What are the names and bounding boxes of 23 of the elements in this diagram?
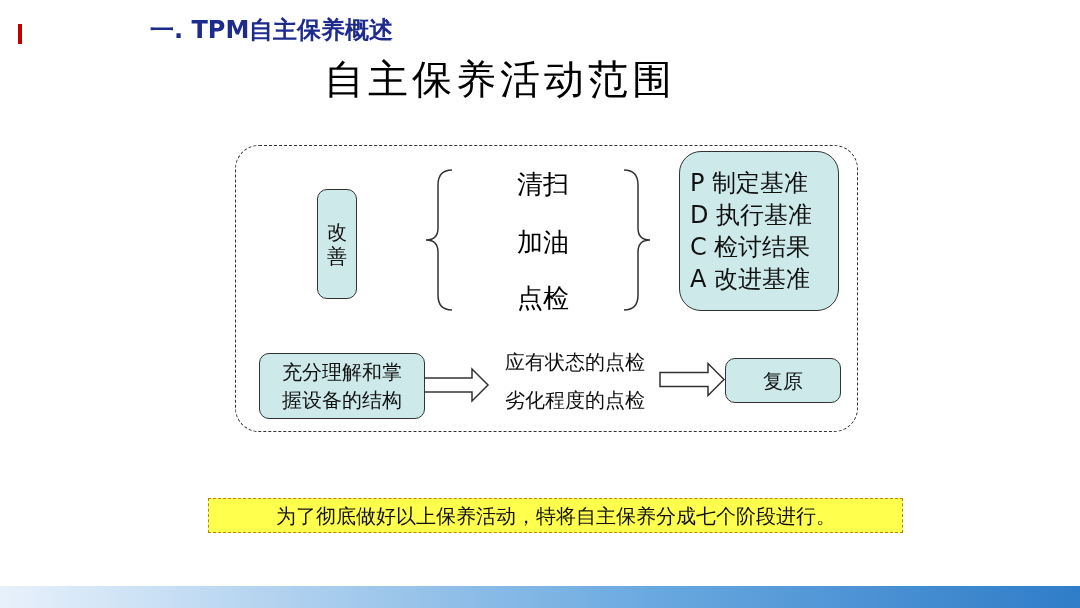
process-box <box>725 358 841 403</box>
box-text: 复原 <box>763 367 803 394</box>
dashed-frame <box>235 145 858 432</box>
process-box <box>317 189 357 299</box>
block-arrow <box>659 361 726 398</box>
box-text: 应有状态的点检 <box>505 349 645 376</box>
pdca-step: P 制定基准 <box>690 167 809 199</box>
pdca-step: C 检讨结果 <box>690 231 811 263</box>
pdca-step: A 改进基准 <box>690 263 811 295</box>
process-box <box>259 353 425 419</box>
list-item: 清扫 <box>516 168 570 201</box>
box-text: 改善 <box>326 220 348 268</box>
section-heading: 一. TPM自主保养概述 <box>150 15 394 46</box>
box-text: 为了彻底做好以上保养活动，特将自主保养分成七个阶段进行。 <box>275 502 836 529</box>
list-item: 加油 <box>516 226 570 259</box>
pdca-step: D 执行基准 <box>690 199 813 231</box>
block-arrow <box>423 367 490 403</box>
slide-title: 自主保养活动范围 <box>323 55 677 104</box>
pdca-box <box>679 151 839 311</box>
note-box <box>208 498 903 533</box>
box-text: 充分理解和掌握设备的结构 <box>281 359 403 414</box>
box-text: 劣化程度的点检 <box>505 387 645 414</box>
list-item: 点检 <box>516 282 570 315</box>
